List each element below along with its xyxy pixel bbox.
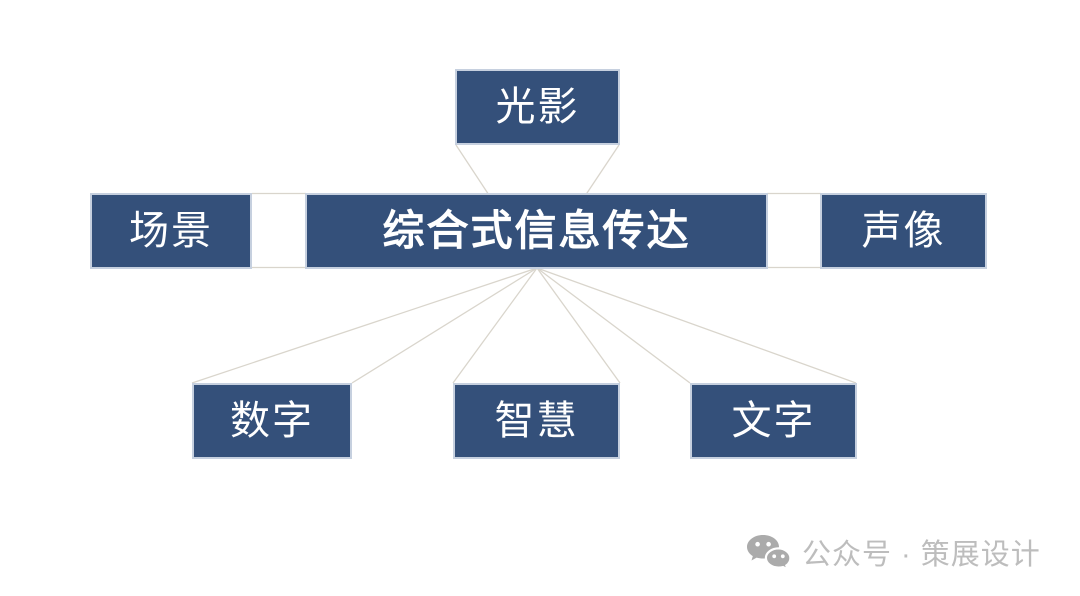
node-scene-label: 场景 bbox=[129, 209, 213, 253]
node-wisdom: 智慧 bbox=[453, 383, 620, 459]
node-wisdom-label: 智慧 bbox=[494, 399, 579, 443]
connector-wisdom-right bbox=[536, 267, 621, 384]
node-central-message-label: 综合式信息传达 bbox=[382, 207, 691, 254]
connector-text-right bbox=[536, 267, 857, 384]
watermark-text: 公众号 · 策展设计 bbox=[802, 539, 1041, 571]
node-text: 文字 bbox=[690, 383, 857, 459]
connector-wisdom-left bbox=[452, 267, 538, 384]
watermark: 公众号 · 策展设计 bbox=[746, 531, 1041, 573]
node-digital-label: 数字 bbox=[230, 399, 314, 443]
node-digital: 数字 bbox=[192, 383, 352, 459]
node-sound-image: 声像 bbox=[820, 193, 987, 269]
node-central-message: 综合式信息传达 bbox=[305, 193, 768, 269]
connector-digital-right bbox=[351, 267, 538, 384]
node-scene: 场景 bbox=[90, 193, 252, 269]
node-sound-image-label: 声像 bbox=[861, 209, 946, 253]
connector-text-left bbox=[536, 267, 691, 384]
node-light-shadow-label: 光影 bbox=[495, 85, 580, 129]
node-light-shadow: 光影 bbox=[455, 69, 620, 145]
wechat-icon bbox=[747, 534, 792, 572]
node-text-label: 文字 bbox=[731, 399, 816, 443]
connector-digital-left bbox=[191, 267, 538, 384]
